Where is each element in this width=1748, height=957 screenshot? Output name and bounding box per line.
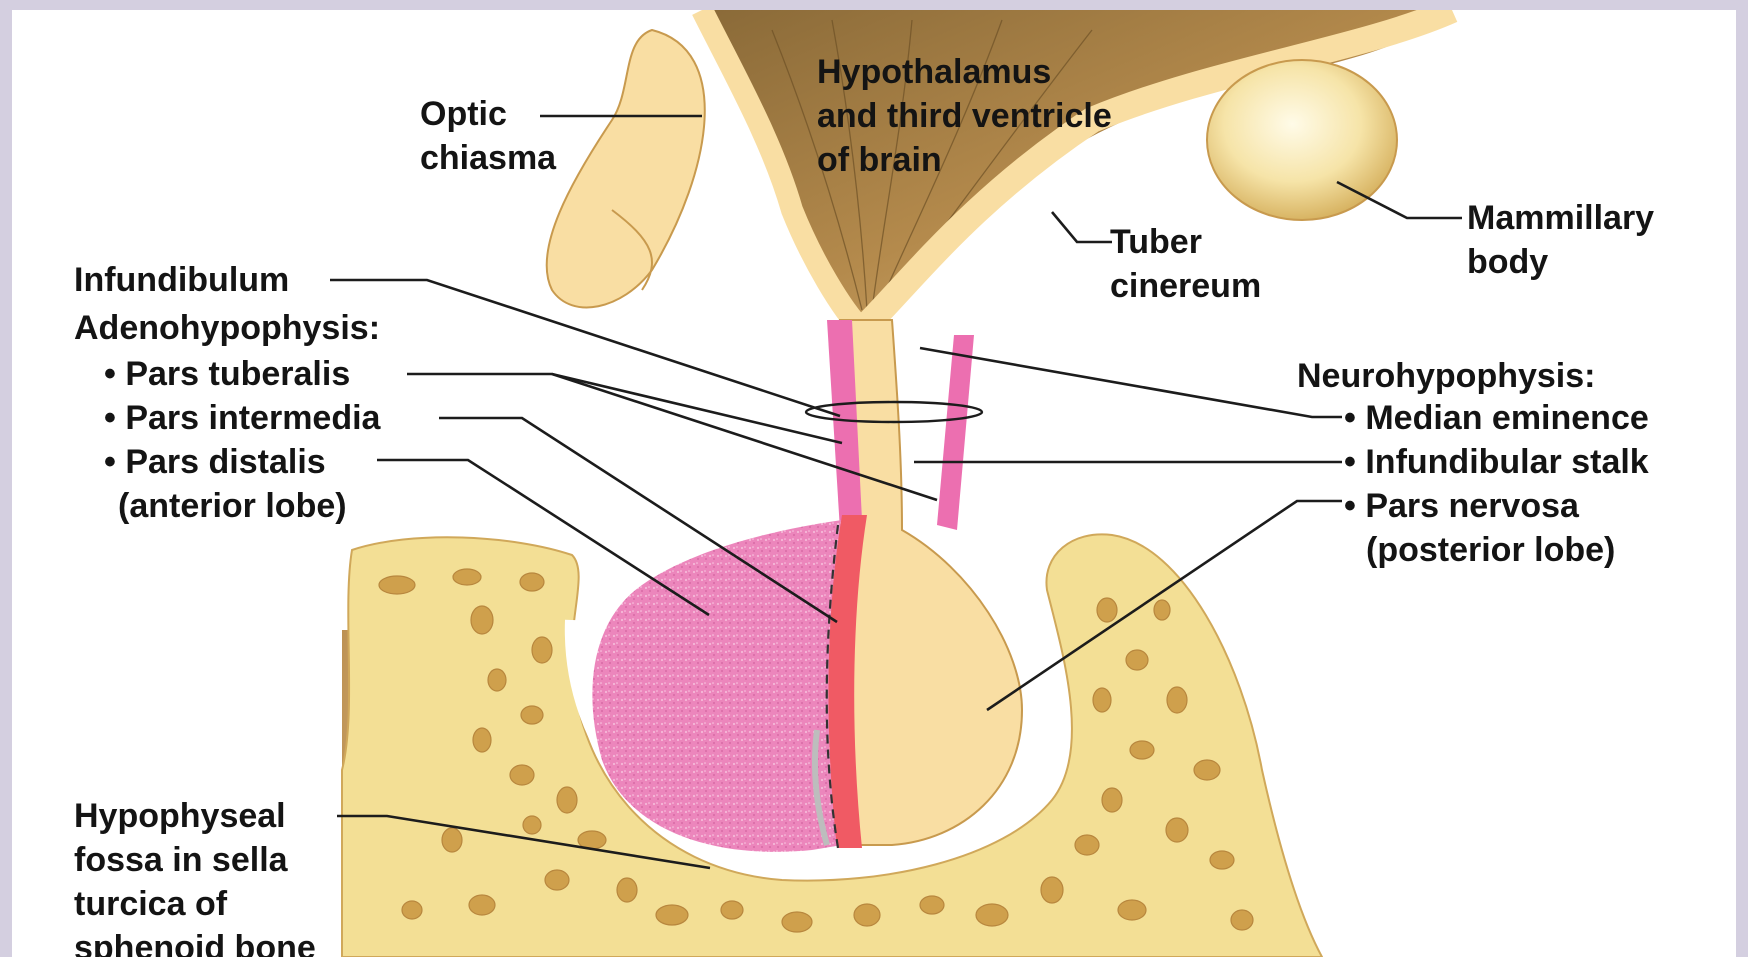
optic-chiasma xyxy=(547,30,705,307)
label-adenohypophysis-heading: Adenohypophysis: xyxy=(74,306,380,350)
label-infundibulum: Infundibulum xyxy=(74,258,289,302)
infundibular-stalk xyxy=(840,320,1022,845)
pituitary-diagram: Optic chiasma Hypothalamus and third ven… xyxy=(12,10,1736,957)
mammillary-body xyxy=(1207,60,1397,220)
label-optic-chiasma: Optic chiasma xyxy=(420,92,556,180)
label-pars-nervosa: • Pars nervosa (posterior lobe) xyxy=(1344,484,1615,572)
label-tuber-cinereum: Tuber cinereum xyxy=(1110,220,1261,308)
label-pars-tuberalis: • Pars tuberalis xyxy=(104,352,350,396)
pars-tuberalis-right xyxy=(937,335,974,530)
label-median-eminence: • Median eminence xyxy=(1344,396,1649,440)
label-pars-distalis: • Pars distalis (anterior lobe) xyxy=(104,440,347,528)
label-infundibular-stalk: • Infundibular stalk xyxy=(1344,440,1649,484)
label-mammillary-body: Mammillary body xyxy=(1467,196,1654,284)
label-hypophyseal-fossa: Hypophyseal fossa in sella turcica of sp… xyxy=(74,794,316,957)
label-hypothalamus: Hypothalamus and third ventricle of brai… xyxy=(817,50,1112,182)
label-neurohypophysis-heading: Neurohypophysis: xyxy=(1297,354,1595,398)
label-pars-intermedia: • Pars intermedia xyxy=(104,396,380,440)
pars-distalis xyxy=(592,520,842,852)
